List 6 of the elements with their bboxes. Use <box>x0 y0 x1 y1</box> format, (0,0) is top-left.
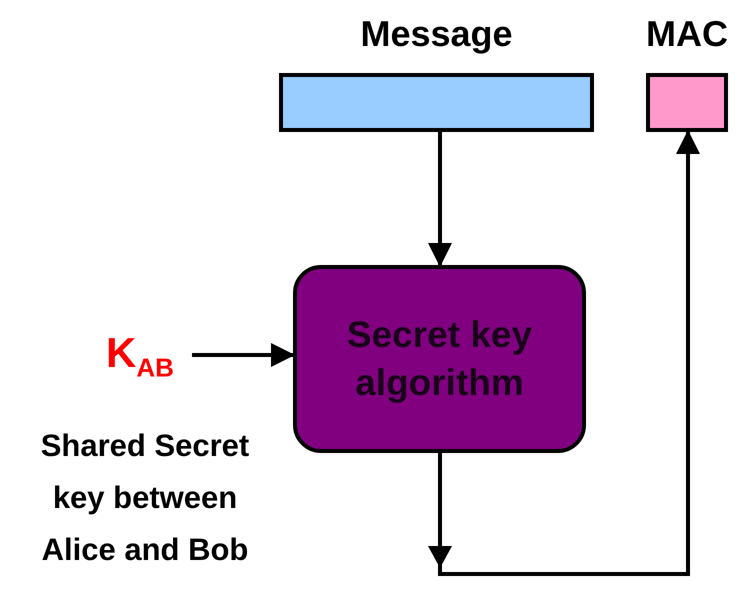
key-label: K$_{AB}$ <box>92 328 188 384</box>
process-box <box>293 265 586 453</box>
box-heading: Message <box>360 13 513 55</box>
note-text: Shared Secret key between Alice and Bob <box>40 427 250 569</box>
box-heading: MAC <box>646 13 728 55</box>
box-label: Secret key algorithm <box>346 313 534 405</box>
